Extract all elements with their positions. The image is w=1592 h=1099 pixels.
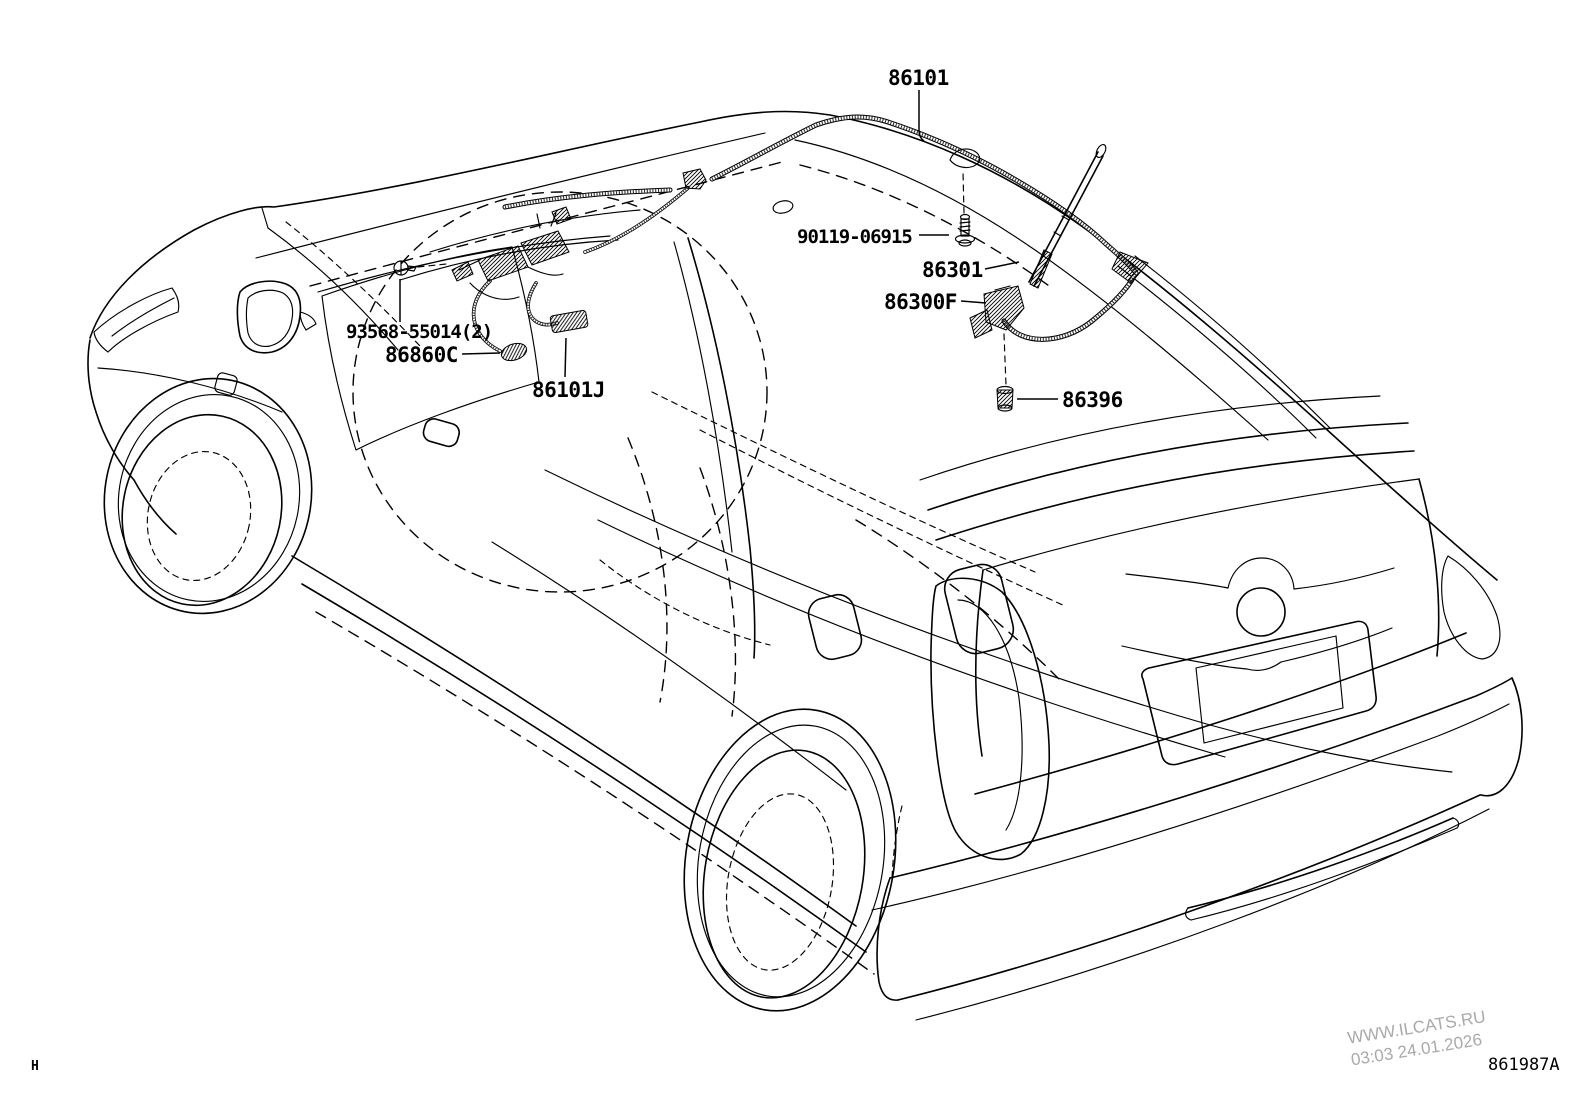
front-wheel [103,377,313,615]
bumper-reflector [1187,817,1454,909]
cord-clip [949,148,981,169]
tail-light-left [930,577,1051,861]
headlight [93,287,180,353]
receiver-screw [393,260,417,276]
tail-light-right [1441,555,1501,660]
part-label-86396: 86396 [1062,388,1123,412]
callouts: 86101 90119-06915 86301 86300F 86396 935… [346,66,1123,412]
door-handle [422,418,461,448]
connector-86101j [549,309,589,334]
antenna-cord [471,114,1149,353]
cord-front-connector [682,168,707,190]
page-marker: H [31,1059,39,1074]
license-plate-recess [1141,620,1377,766]
side-mirror [236,280,302,354]
part-label-90119-06915: 90119-06915 [797,226,912,248]
rear-wheel [683,708,897,1012]
diagram-code: 861987A [1488,1055,1560,1075]
part-label-86301: 86301 [922,258,983,282]
roofline [89,110,1498,581]
side-marker [214,372,238,396]
vehicle-line-art [87,110,1523,1021]
seat-outline [627,437,668,703]
receiver-unit [520,230,570,266]
part-label-86101: 86101 [888,66,949,90]
headrest [943,563,1015,655]
cord-end-connector [1111,251,1149,284]
roof-grommet-hole [772,200,794,214]
part-label-86101j: 86101J [532,378,605,402]
part-label-93568-55014: 93568-55014(2) [346,321,492,343]
part-label-86300f: 86300F [884,290,957,314]
antenna-assembly [954,143,1107,412]
rear-emblem [1121,557,1395,671]
part-label-86860c: 86860C [385,343,458,367]
roof-screw [954,213,976,247]
radio-receiver-assembly [393,206,589,362]
connector-86860c [500,342,528,362]
detail-circle [352,191,768,593]
headrest [807,593,863,661]
antenna-nut [996,385,1014,412]
